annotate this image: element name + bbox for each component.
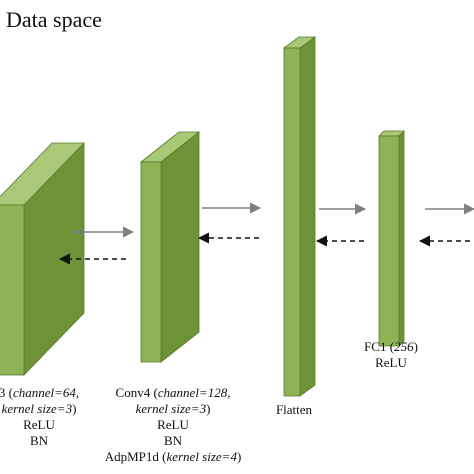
label-text: ReLU — [23, 417, 55, 432]
layer-label-line: Conv4 (channel=128, — [116, 385, 231, 400]
layer-label-line: AdpMP1d (kernel size=4) — [105, 449, 242, 464]
layer-label-line: BN — [30, 433, 49, 448]
block-front-face — [283, 47, 301, 397]
label-text: BN — [30, 433, 49, 448]
layer-block-conv4 — [139, 131, 201, 363]
layer-label-line: ReLU — [157, 417, 189, 432]
label-text: ) — [72, 401, 76, 416]
label-text: BN — [164, 433, 183, 448]
label-text: channel=64 — [13, 385, 76, 400]
layer-label-line: Flatten — [276, 402, 313, 417]
label-text: 3 ( — [0, 385, 13, 400]
layer-label-line: ReLU — [23, 417, 55, 432]
layer-label-flatten: Flatten — [276, 402, 313, 417]
block-side-face — [299, 36, 316, 397]
label-text: ) — [206, 401, 210, 416]
label-text: kernel size=3 — [2, 401, 73, 416]
label-text: , — [76, 385, 79, 400]
layer-label-line: BN — [164, 433, 183, 448]
label-text: 256 — [394, 339, 414, 354]
label-text: ) — [237, 449, 241, 464]
label-text: ReLU — [157, 417, 189, 432]
label-text: , — [227, 385, 230, 400]
label-text: Conv4 ( — [116, 385, 158, 400]
block-front-face — [378, 135, 400, 347]
layer-label-line: 3 (channel=64, — [0, 385, 79, 400]
label-text: ReLU — [375, 355, 407, 370]
block-front-face — [0, 204, 25, 376]
label-text: kernel size=4 — [166, 449, 237, 464]
diagram-title: Data space — [6, 7, 102, 32]
layer-label-line: ReLU — [375, 355, 407, 370]
layer-block-fc1 — [378, 130, 405, 347]
label-text: channel=128 — [158, 385, 228, 400]
label-text: AdpMP1d ( — [105, 449, 167, 464]
layer-label-line: kernel size=3) — [2, 401, 77, 416]
layer-label-line: kernel size=3) — [136, 401, 211, 416]
label-text: ) — [414, 339, 418, 354]
label-text: FC1 ( — [364, 339, 394, 354]
layer-label-line: FC1 (256) — [364, 339, 418, 354]
label-text: kernel size=3 — [136, 401, 207, 416]
layer-block-conv3 — [0, 142, 85, 376]
block-front-face — [140, 161, 162, 363]
block-side-face — [398, 130, 405, 347]
layer-label-fc1: FC1 (256)ReLU — [364, 339, 418, 370]
block-side-face — [160, 131, 200, 363]
layer-block-flatten — [282, 36, 317, 397]
block-top-face — [378, 130, 405, 137]
label-text: Flatten — [276, 402, 313, 417]
